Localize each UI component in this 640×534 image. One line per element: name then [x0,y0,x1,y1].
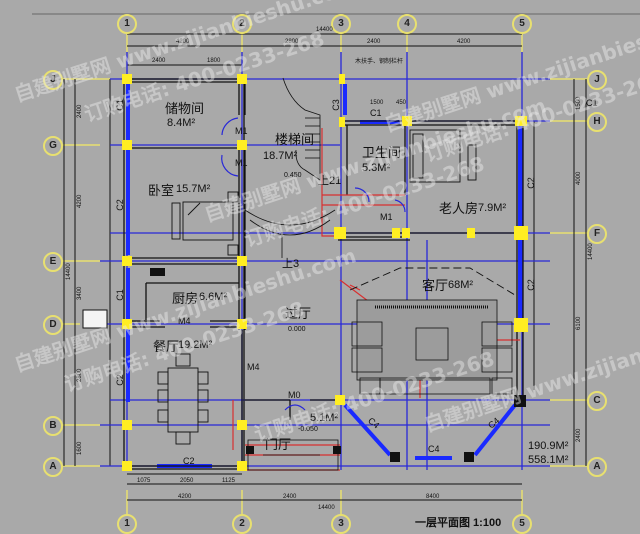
dim-bottom-sub-1: 1075 [137,478,151,484]
dim-c1-gap: 450 [396,100,407,106]
axis-bubble-1-bottom: 1 [117,514,137,534]
window-label-c4-b: C4 [428,444,440,454]
kitchen-appliance [150,268,165,276]
dim-right-overall: 14400 [588,243,594,260]
dim-top-sub-1: 2400 [152,58,166,64]
room-name-elder-room: 老人房 [439,202,479,217]
axis-bubble-A-right: A [587,457,607,477]
dim-right-seg-4: 2400 [576,428,582,442]
room-name-kitchen: 厨房 [172,292,199,307]
dim-bottom-sub-3: 1125 [222,478,235,484]
axis-bubble-C: C [587,391,607,411]
stair-up-label: 上3 [282,258,300,270]
axis-bubble-3: 3 [331,14,351,34]
window-tag-right-c2: C2 [525,177,536,189]
room-name-hall: 过厅 [285,307,312,322]
room-area-dining: 19.2M² [178,339,213,351]
dim-top-seg-2: 2800 [285,39,299,45]
door-label-m0: M0 [288,390,301,400]
dim-left-overall: 14400 [66,263,72,280]
dim-bottom-overall: 14400 [318,505,335,511]
room-area-bedroom: 15.7M² [176,183,211,195]
window-tag-left-c1: C1 [114,99,125,111]
stair-up-21-label: 上21 [318,175,342,187]
axis-bubble-J-right: J [587,70,607,90]
door-label-m4-a: M4 [178,316,191,326]
dim-top-seg-3: 2400 [367,39,381,45]
window-tag-right-c1: C1 [586,98,598,108]
dim-bottom-seg-3: 8400 [426,494,440,500]
room-name-dining: 餐厅 [153,340,180,355]
door-label-m4-b: M4 [247,362,260,372]
window-tag-left-c1b: C1 [114,289,125,301]
dim-top-seg-1: 4200 [176,39,190,45]
axis-bubble-J: J [43,70,63,90]
axis-bubble-E: E [43,252,63,272]
room-name-foyer: 门厅 [265,438,292,453]
axis-bubble-2-bottom: 2 [232,514,252,534]
dim-left-seg-5: 1600 [77,441,83,455]
dim-top-seg-4: 4200 [457,39,471,45]
axis-bubble-3-bottom: 3 [331,514,351,534]
door-label-m1-b: M1 [235,158,248,168]
handrail-note: 木扶手、钢制栏杆 [355,59,404,65]
room-area-elder-room: 7.9M² [478,202,507,214]
dim-left-seg-2: 4200 [77,194,83,208]
dim-right-seg-3: 6100 [576,316,582,330]
dim-left-seg-3: 3400 [77,286,83,300]
window-tag-left-c2: C2 [114,199,125,211]
elevation-0000: 0.000 [288,326,306,333]
window-label-c1: C1 [370,108,382,118]
axis-bubble-H: H [587,112,607,132]
axis-bubble-D: D [43,315,63,335]
axis-bubble-2: 2 [232,14,252,34]
room-name-living-room: 客厅 [422,279,449,294]
drawing-title: 一层平面图 1:100 [415,517,502,529]
dim-right-seg-2: 4000 [576,171,582,185]
door-label-m1-a: M1 [235,126,248,136]
room-area-stairwell: 18.7M² [263,150,298,162]
axis-bubble-5: 5 [512,14,532,34]
elevation-minus-0050: -0.050 [298,426,318,433]
room-name-stairwell: 楼梯间 [275,133,315,148]
window-label-c3: C3 [330,99,341,111]
axis-bubble-A: A [43,457,63,477]
dim-bottom-seg-1: 4200 [178,494,192,500]
room-name-bathroom: 卫生间 [362,146,402,161]
window-tag-left-c2b: C2 [114,374,125,386]
room-area-kitchen: 6.6M² [199,291,228,303]
window-tag-right-c2b: C2 [525,279,536,291]
axis-bubble-4: 4 [397,14,417,34]
room-area-foyer: 5.1M² [310,412,339,424]
room-area-living-room: 68M² [448,279,474,291]
dim-left-seg-4: 2800 [77,368,83,382]
elevation-0450: 0.450 [284,172,302,179]
room-area-bathroom: 5.3M² [362,162,391,174]
dim-c1-width: 1500 [370,100,384,106]
door-label-m1-c: M1 [380,212,393,222]
building-area-total: 558.1M² [528,454,569,466]
axis-bubble-F: F [587,224,607,244]
dim-top-sub-2: 1800 [207,58,221,64]
dim-bottom-seg-2: 2400 [283,494,297,500]
window-label-c2: C2 [183,456,195,466]
dim-left-seg-1: 2400 [77,104,83,118]
room-area-storage: 8.4M² [167,117,196,129]
axis-bubble-B: B [43,416,63,436]
dim-top-overall: 14400 [316,27,333,33]
axis-bubble-G: G [43,136,63,156]
room-name-bedroom: 卧室 [148,184,175,199]
axis-bubble-5-bottom: 5 [512,514,532,534]
dim-bottom-sub-2: 2050 [180,478,194,484]
room-name-storage: 储物间 [165,102,205,117]
axis-bubble-1: 1 [117,14,137,34]
dim-right-seg-1: 1500 [576,96,582,110]
floor-area-total: 190.9M² [528,440,569,452]
